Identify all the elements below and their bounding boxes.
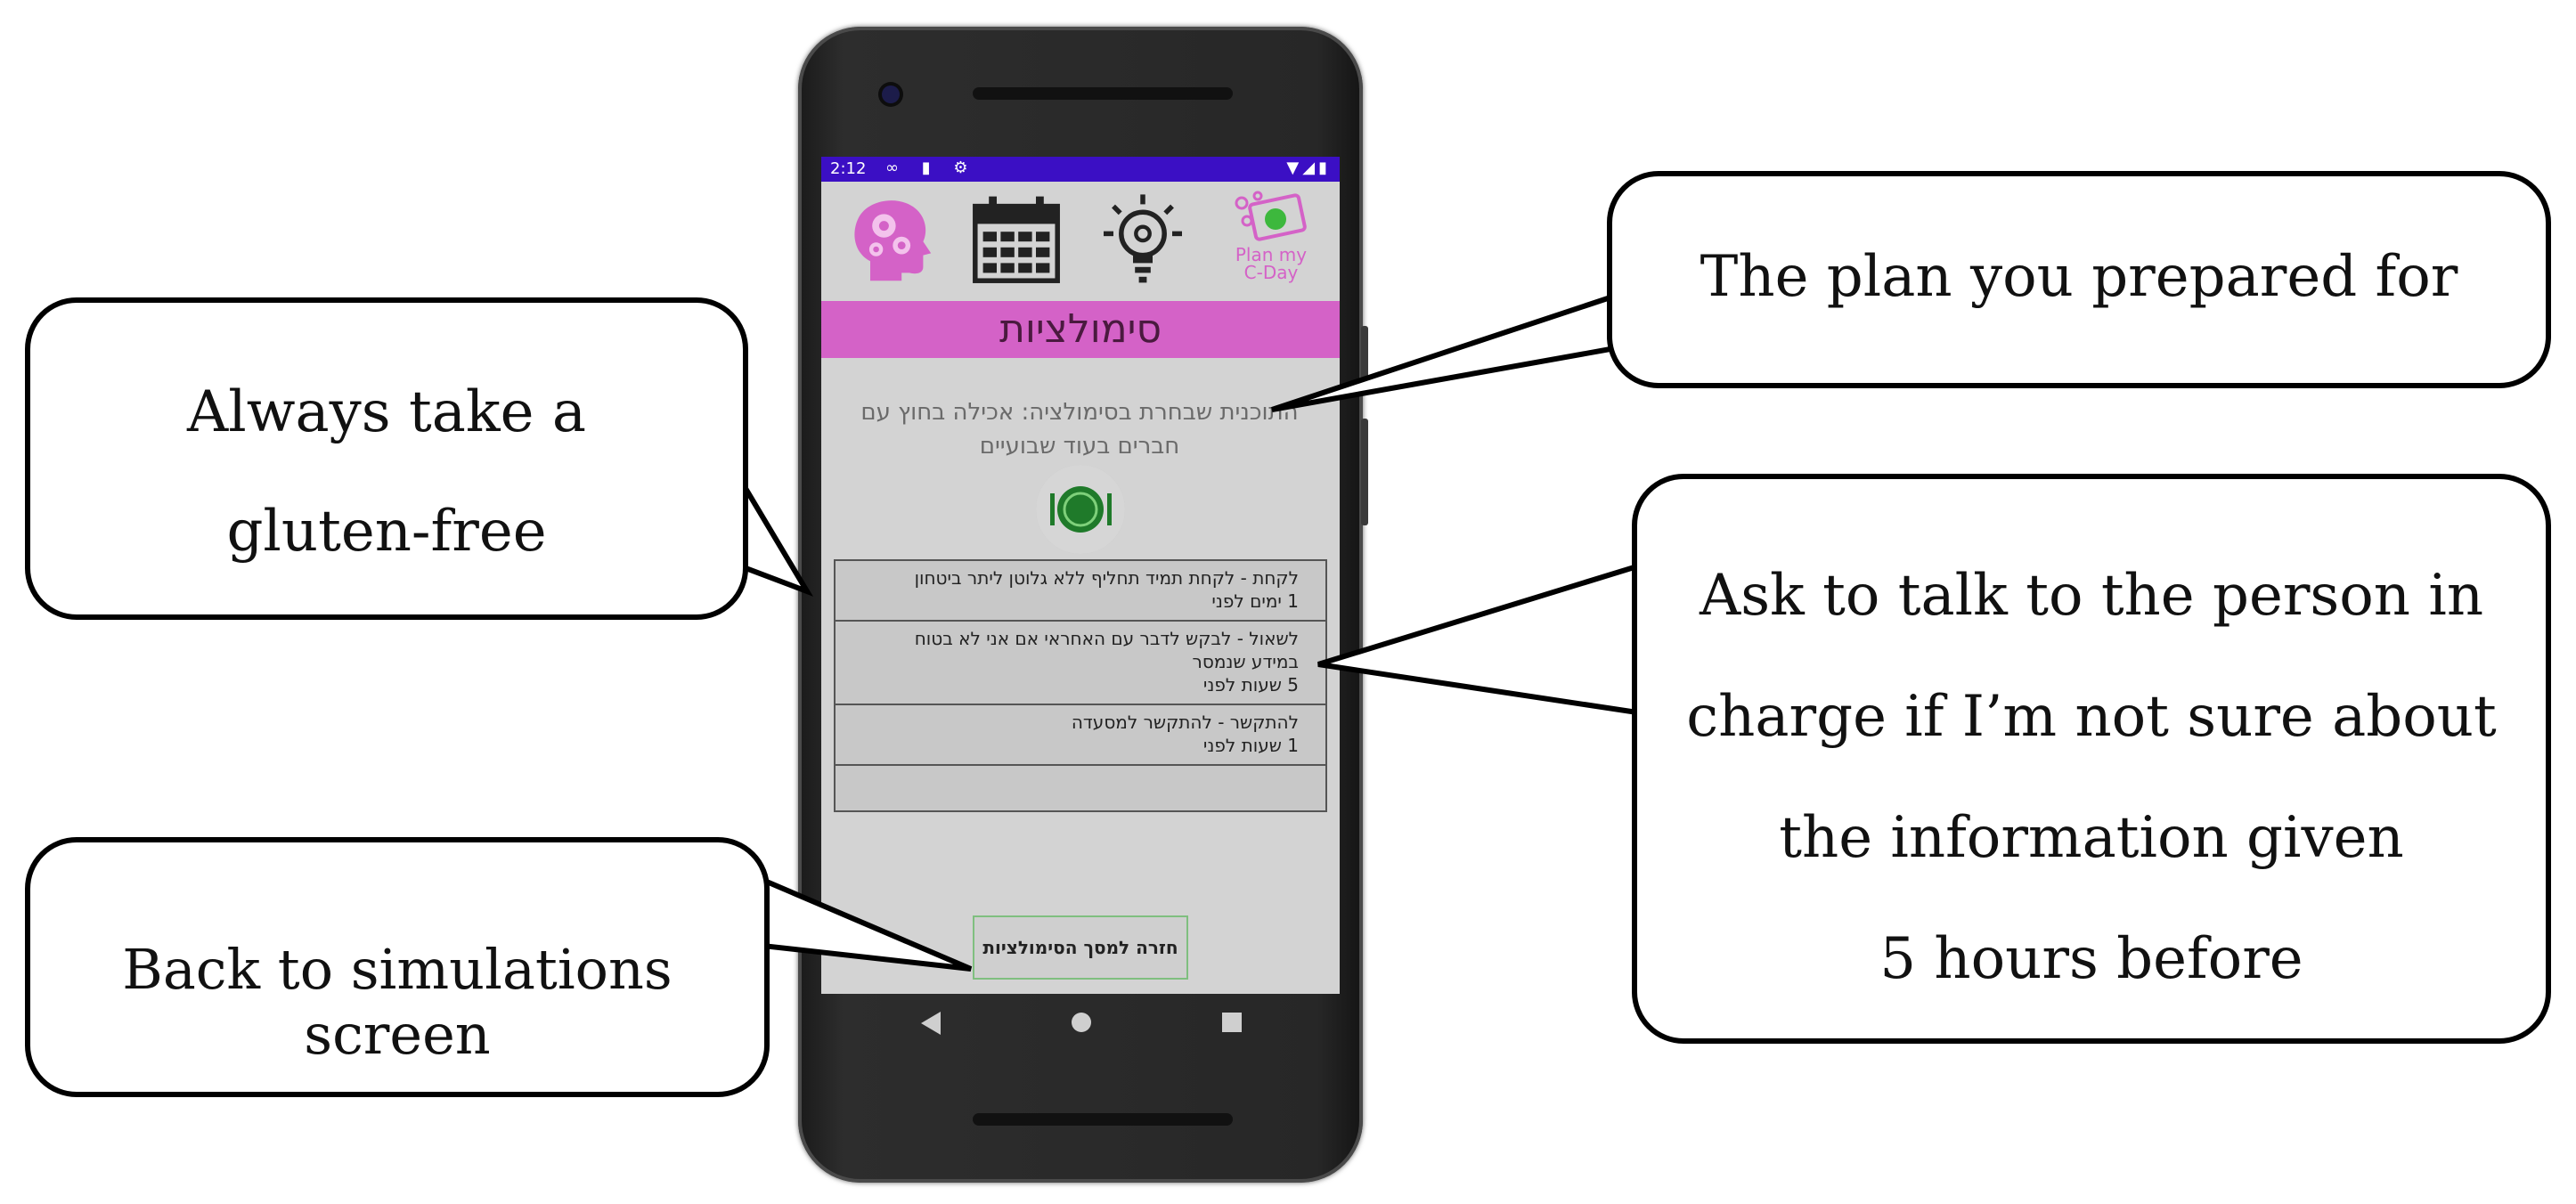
nav-home-icon[interactable]	[1072, 1013, 1091, 1032]
list-item[interactable]: לשאול - לבקש לדבר עם האחראי אם אני לא בט…	[836, 622, 1325, 705]
status-system-icons: ▼◢▮	[1286, 159, 1331, 177]
list-item[interactable]: להתקשר - להתקשר למסעדה 1 שעות לפני	[836, 705, 1325, 766]
earpiece-speaker	[973, 87, 1233, 100]
nav-recents-icon[interactable]	[1222, 1013, 1242, 1032]
task-time: 5 שעות לפני	[1202, 674, 1299, 696]
task-text: במידע שנמסר	[1192, 651, 1299, 672]
callout-gluten-line1: Always take a	[187, 379, 586, 445]
callout-ask-line1: Ask to talk to the person in	[1699, 563, 2484, 629]
callout-ask-line2: charge if I’m not sure about	[1686, 684, 2497, 750]
callout-ask: Ask to talk to the person in charge if I…	[1632, 474, 2551, 1044]
callout-plan: The plan you prepared for	[1607, 171, 2551, 388]
callout-back: Back to simulations screen	[25, 837, 770, 1097]
callout-back-text: Back to simulations screen	[122, 937, 673, 1067]
status-bar: 2:12 ∞ ▮ ⚙ ▼◢▮	[821, 157, 1340, 182]
phone-screen: 2:12 ∞ ▮ ⚙ ▼◢▮	[821, 157, 1340, 994]
back-to-simulations-button[interactable]: חזרה למסך הסימולציות	[973, 915, 1188, 980]
lightbulb-icon[interactable]	[1094, 191, 1192, 289]
nav-back-icon[interactable]	[921, 1012, 941, 1035]
plan-my-c-day-logo[interactable]: Plan my C-Day	[1222, 191, 1320, 289]
tasks-list: לקחת - לקחת תמיד תחליף ללא גלוטן ליתר בי…	[834, 559, 1327, 812]
task-text: לקחת - לקחת תמיד תחליף ללא גלוטן ליתר בי…	[914, 567, 1299, 589]
callout-ask-line4: 5 hours before	[1879, 926, 2303, 992]
list-item[interactable]: לקחת - לקחת תמיד תחליף ללא גלוטן ליתר בי…	[836, 561, 1325, 622]
status-time: 2:12	[830, 159, 867, 178]
head-gears-icon[interactable]	[841, 191, 939, 289]
callout-plan-text: The plan you prepared for	[1700, 244, 2458, 310]
plan-description-line2: חברים בעוד שבועיים	[979, 433, 1180, 460]
logo-text-line1: Plan my	[1235, 244, 1308, 265]
task-text: לשאול - לבקש לדבר עם האחראי אם אני לא בט…	[914, 628, 1299, 649]
callout-ask-line3: the information given	[1779, 805, 2404, 871]
top-icon-bar: Plan my C-Day	[821, 182, 1340, 301]
callout-gluten-free: Always take a gluten-free	[25, 297, 748, 620]
plan-description: התוכנית שבחרת בסימולציה: אכילה בחוץ עם ח…	[839, 395, 1320, 463]
task-text: להתקשר - להתקשר למסעדה	[1071, 712, 1299, 733]
screen-title: סימולציות	[821, 301, 1340, 358]
front-camera	[882, 85, 900, 103]
power-button	[1361, 326, 1368, 383]
logo-text-line2: C-Day	[1243, 262, 1299, 283]
callout-gluten-line2: gluten-free	[226, 499, 547, 565]
task-time: 1 ימים לפני	[1211, 590, 1299, 612]
status-notification-icons: ∞ ▮ ⚙	[885, 159, 977, 177]
plate-cutlery-icon	[1036, 465, 1125, 554]
android-nav-bar	[821, 994, 1340, 1051]
task-time: 1 שעות לפני	[1202, 735, 1299, 756]
calendar-icon[interactable]	[967, 191, 1065, 289]
volume-button	[1361, 419, 1368, 525]
bottom-speaker	[973, 1113, 1233, 1126]
plan-description-line1: התוכנית שבחרת בסימולציה: אכילה בחוץ עם	[860, 399, 1299, 426]
